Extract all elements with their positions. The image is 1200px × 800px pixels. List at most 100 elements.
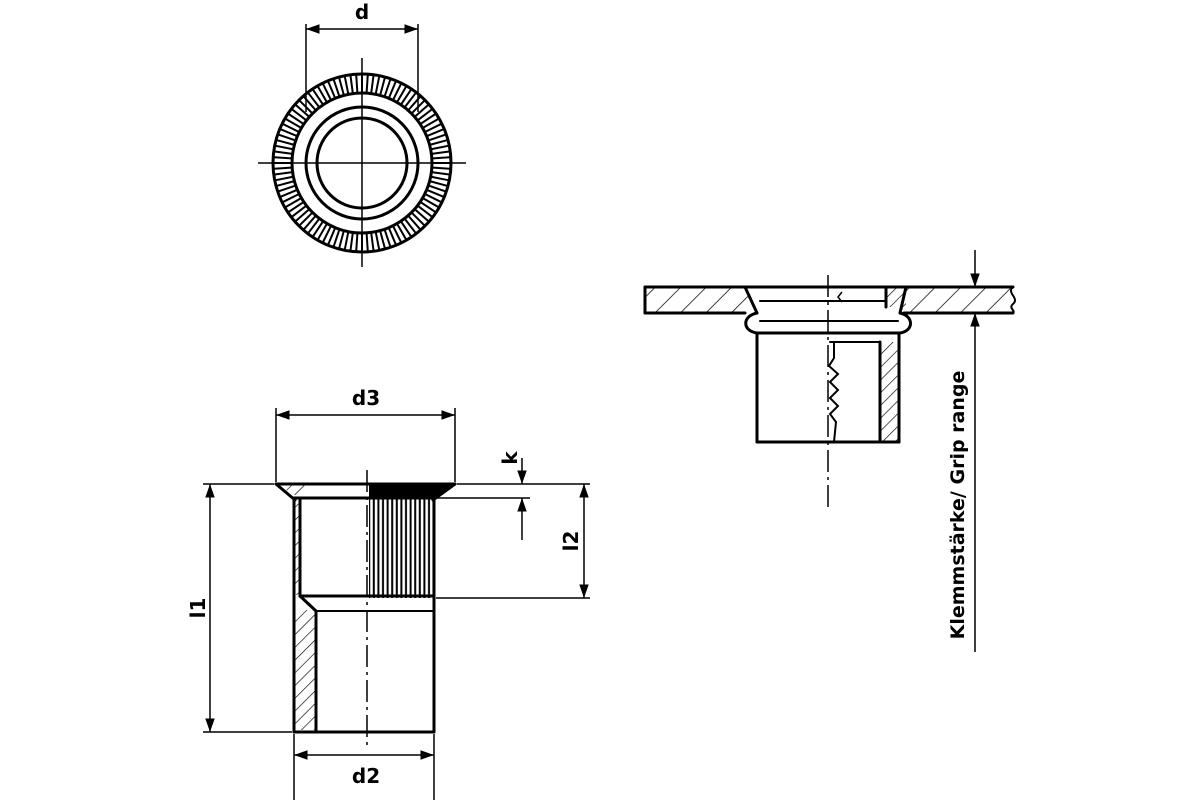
- knurl-tick: [388, 81, 397, 98]
- thread-break-small: [837, 291, 843, 303]
- knurl-tick: [276, 180, 294, 187]
- knurl-tick: [307, 92, 320, 108]
- top-view: d: [258, 0, 466, 267]
- knurl-tick: [374, 232, 381, 250]
- upset-bulge: [744, 311, 912, 335]
- side-view: d3 d2 l1 l2 k: [186, 386, 590, 800]
- knurl-tick: [430, 139, 448, 146]
- knurl-tick: [327, 228, 336, 245]
- label-d3: d3: [352, 386, 380, 410]
- knurl-tick: [417, 108, 433, 121]
- knurl-tick: [282, 193, 299, 203]
- knurl-tick: [343, 232, 350, 250]
- knurl-tick: [274, 156, 292, 160]
- knurl-tick: [299, 212, 313, 226]
- knurl-tick: [379, 77, 386, 95]
- knurl-tick: [338, 77, 345, 95]
- knurl-tick: [370, 75, 375, 93]
- knurl-tick: [274, 166, 292, 170]
- knurl-tick: [420, 201, 436, 213]
- knurl-tick: [427, 189, 444, 198]
- knurl-tick: [379, 231, 386, 249]
- knurl-tick: [383, 79, 392, 97]
- knurl-tick: [408, 215, 421, 230]
- knurl-tick: [307, 218, 320, 234]
- knurl-tick: [414, 209, 429, 222]
- knurl-tick: [422, 118, 439, 129]
- knurl-tick: [338, 231, 345, 249]
- label-k: k: [498, 451, 522, 465]
- knurl-tick: [365, 75, 369, 93]
- label-l2: l2: [559, 531, 583, 552]
- label-grip-range: Klemmstärke/ Grip range: [947, 371, 969, 640]
- knurl-tick: [404, 92, 417, 108]
- knurl-tick: [275, 144, 293, 151]
- knurl-tick: [396, 223, 407, 240]
- body-wall-hatch: [880, 342, 899, 442]
- countersink-left: [743, 285, 759, 315]
- knurl-tick: [285, 118, 302, 129]
- plate-hatch-left: [645, 287, 748, 313]
- knurl-tick: [332, 229, 341, 247]
- installed-view: Klemmstärke/ Grip range: [643, 250, 1016, 652]
- wall-hatch-lower: [295, 610, 315, 730]
- knurl-head: [369, 484, 455, 498]
- knurl-tick: [276, 139, 294, 146]
- knurl-tick: [280, 189, 297, 198]
- knurl-tick: [280, 128, 297, 137]
- knurl-tick: [278, 184, 296, 193]
- knurl-tick: [274, 150, 292, 155]
- knurled-ring: [274, 75, 450, 251]
- knurl-tick: [282, 123, 299, 133]
- plate-break-line: [1010, 286, 1016, 314]
- knurl-tick: [422, 197, 439, 208]
- knurl-tick: [430, 180, 448, 187]
- knurl-tick: [312, 221, 324, 237]
- knurl-tick: [312, 89, 324, 105]
- knurl-tick: [288, 201, 304, 213]
- countersink-right: [898, 285, 908, 315]
- knurl-tick: [274, 171, 292, 176]
- knurl-tick: [322, 226, 332, 243]
- knurl-tick: [420, 113, 436, 125]
- knurl-tick: [400, 221, 412, 237]
- knurl-tick: [404, 218, 417, 234]
- knurl-tick: [317, 86, 328, 103]
- knurl-tick: [322, 83, 332, 100]
- knurl-tick: [432, 166, 450, 170]
- knurl-tick: [400, 89, 412, 105]
- knurl-tick: [365, 233, 369, 251]
- knurl-tick: [392, 83, 402, 100]
- knurl-tick: [355, 233, 359, 251]
- knurl-tick: [425, 193, 442, 203]
- knurl-tick: [327, 81, 336, 98]
- label-l1: l1: [186, 598, 210, 619]
- knurl-tick: [411, 212, 425, 226]
- knurl-tick: [349, 233, 354, 251]
- knurl-tick: [431, 175, 449, 182]
- knurl-tick: [291, 205, 307, 218]
- knurl-tick: [383, 229, 392, 247]
- thread-break-line: [827, 341, 840, 443]
- knurl-tick: [278, 133, 296, 142]
- knurl-tick: [427, 128, 444, 137]
- knurl-tick: [432, 150, 450, 155]
- knurl-tick: [374, 76, 381, 94]
- knurl-tick: [432, 156, 450, 160]
- wall-hatch-upper: [294, 498, 299, 595]
- knurl-shank: [369, 490, 433, 598]
- knurl-tick: [392, 226, 402, 243]
- knurl-tick: [388, 228, 397, 245]
- label-d2: d2: [352, 764, 380, 788]
- knurl-tick: [428, 133, 446, 142]
- plate-hatch-right: [906, 287, 1013, 313]
- knurl-tick: [295, 209, 310, 222]
- knurl-tick: [291, 108, 307, 121]
- head-hatch: [276, 484, 306, 498]
- knurl-tick: [317, 223, 328, 240]
- knurl-tick: [355, 75, 359, 93]
- knurl-tick: [332, 79, 341, 97]
- knurl-tick: [288, 113, 304, 125]
- knurl-tick: [275, 175, 293, 182]
